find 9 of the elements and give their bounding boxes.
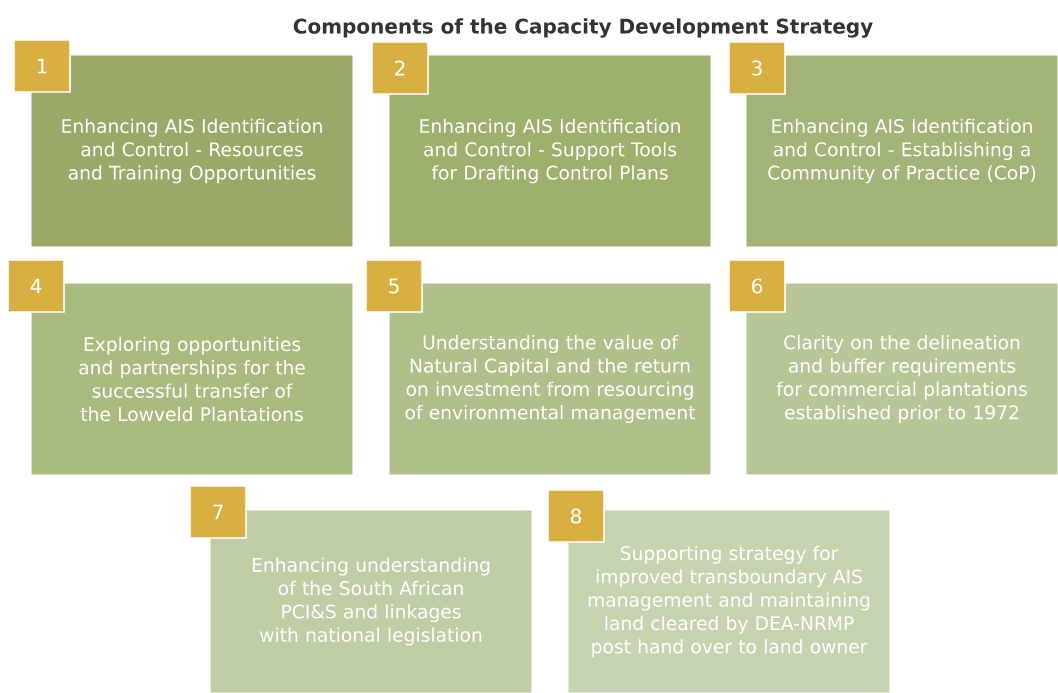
number-badge: 3 bbox=[728, 41, 786, 95]
number-badge: 4 bbox=[7, 259, 65, 313]
number-badge: 7 bbox=[189, 485, 247, 539]
number-badge: 1 bbox=[13, 39, 71, 93]
number-badge: 6 bbox=[728, 259, 786, 313]
number-badge: 8 bbox=[547, 489, 605, 543]
title: Components of the Capacity Development Strategy bbox=[293, 18, 873, 38]
number-badge: 5 bbox=[365, 259, 423, 313]
number-badge: 2 bbox=[371, 41, 429, 95]
